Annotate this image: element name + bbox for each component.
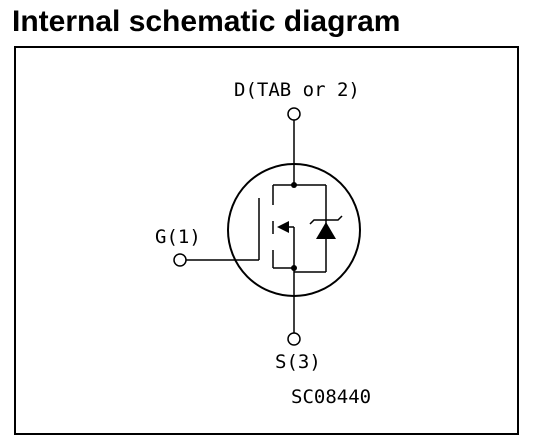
drain-terminal [287,107,301,121]
diode-cathode-bar [309,215,343,225]
gate-label: G(1) [155,226,201,248]
diagram-title: Internal schematic diagram [12,5,401,38]
source-label: S(3) [275,351,321,373]
diode-triangle [316,222,336,239]
source-terminal [287,332,301,346]
gate-terminal [173,253,187,267]
drain-label: D(TAB or 2) [234,79,360,101]
body-arrow [277,221,289,233]
diagram-frame [14,46,519,435]
figure-code-label: SC08440 [291,386,371,408]
